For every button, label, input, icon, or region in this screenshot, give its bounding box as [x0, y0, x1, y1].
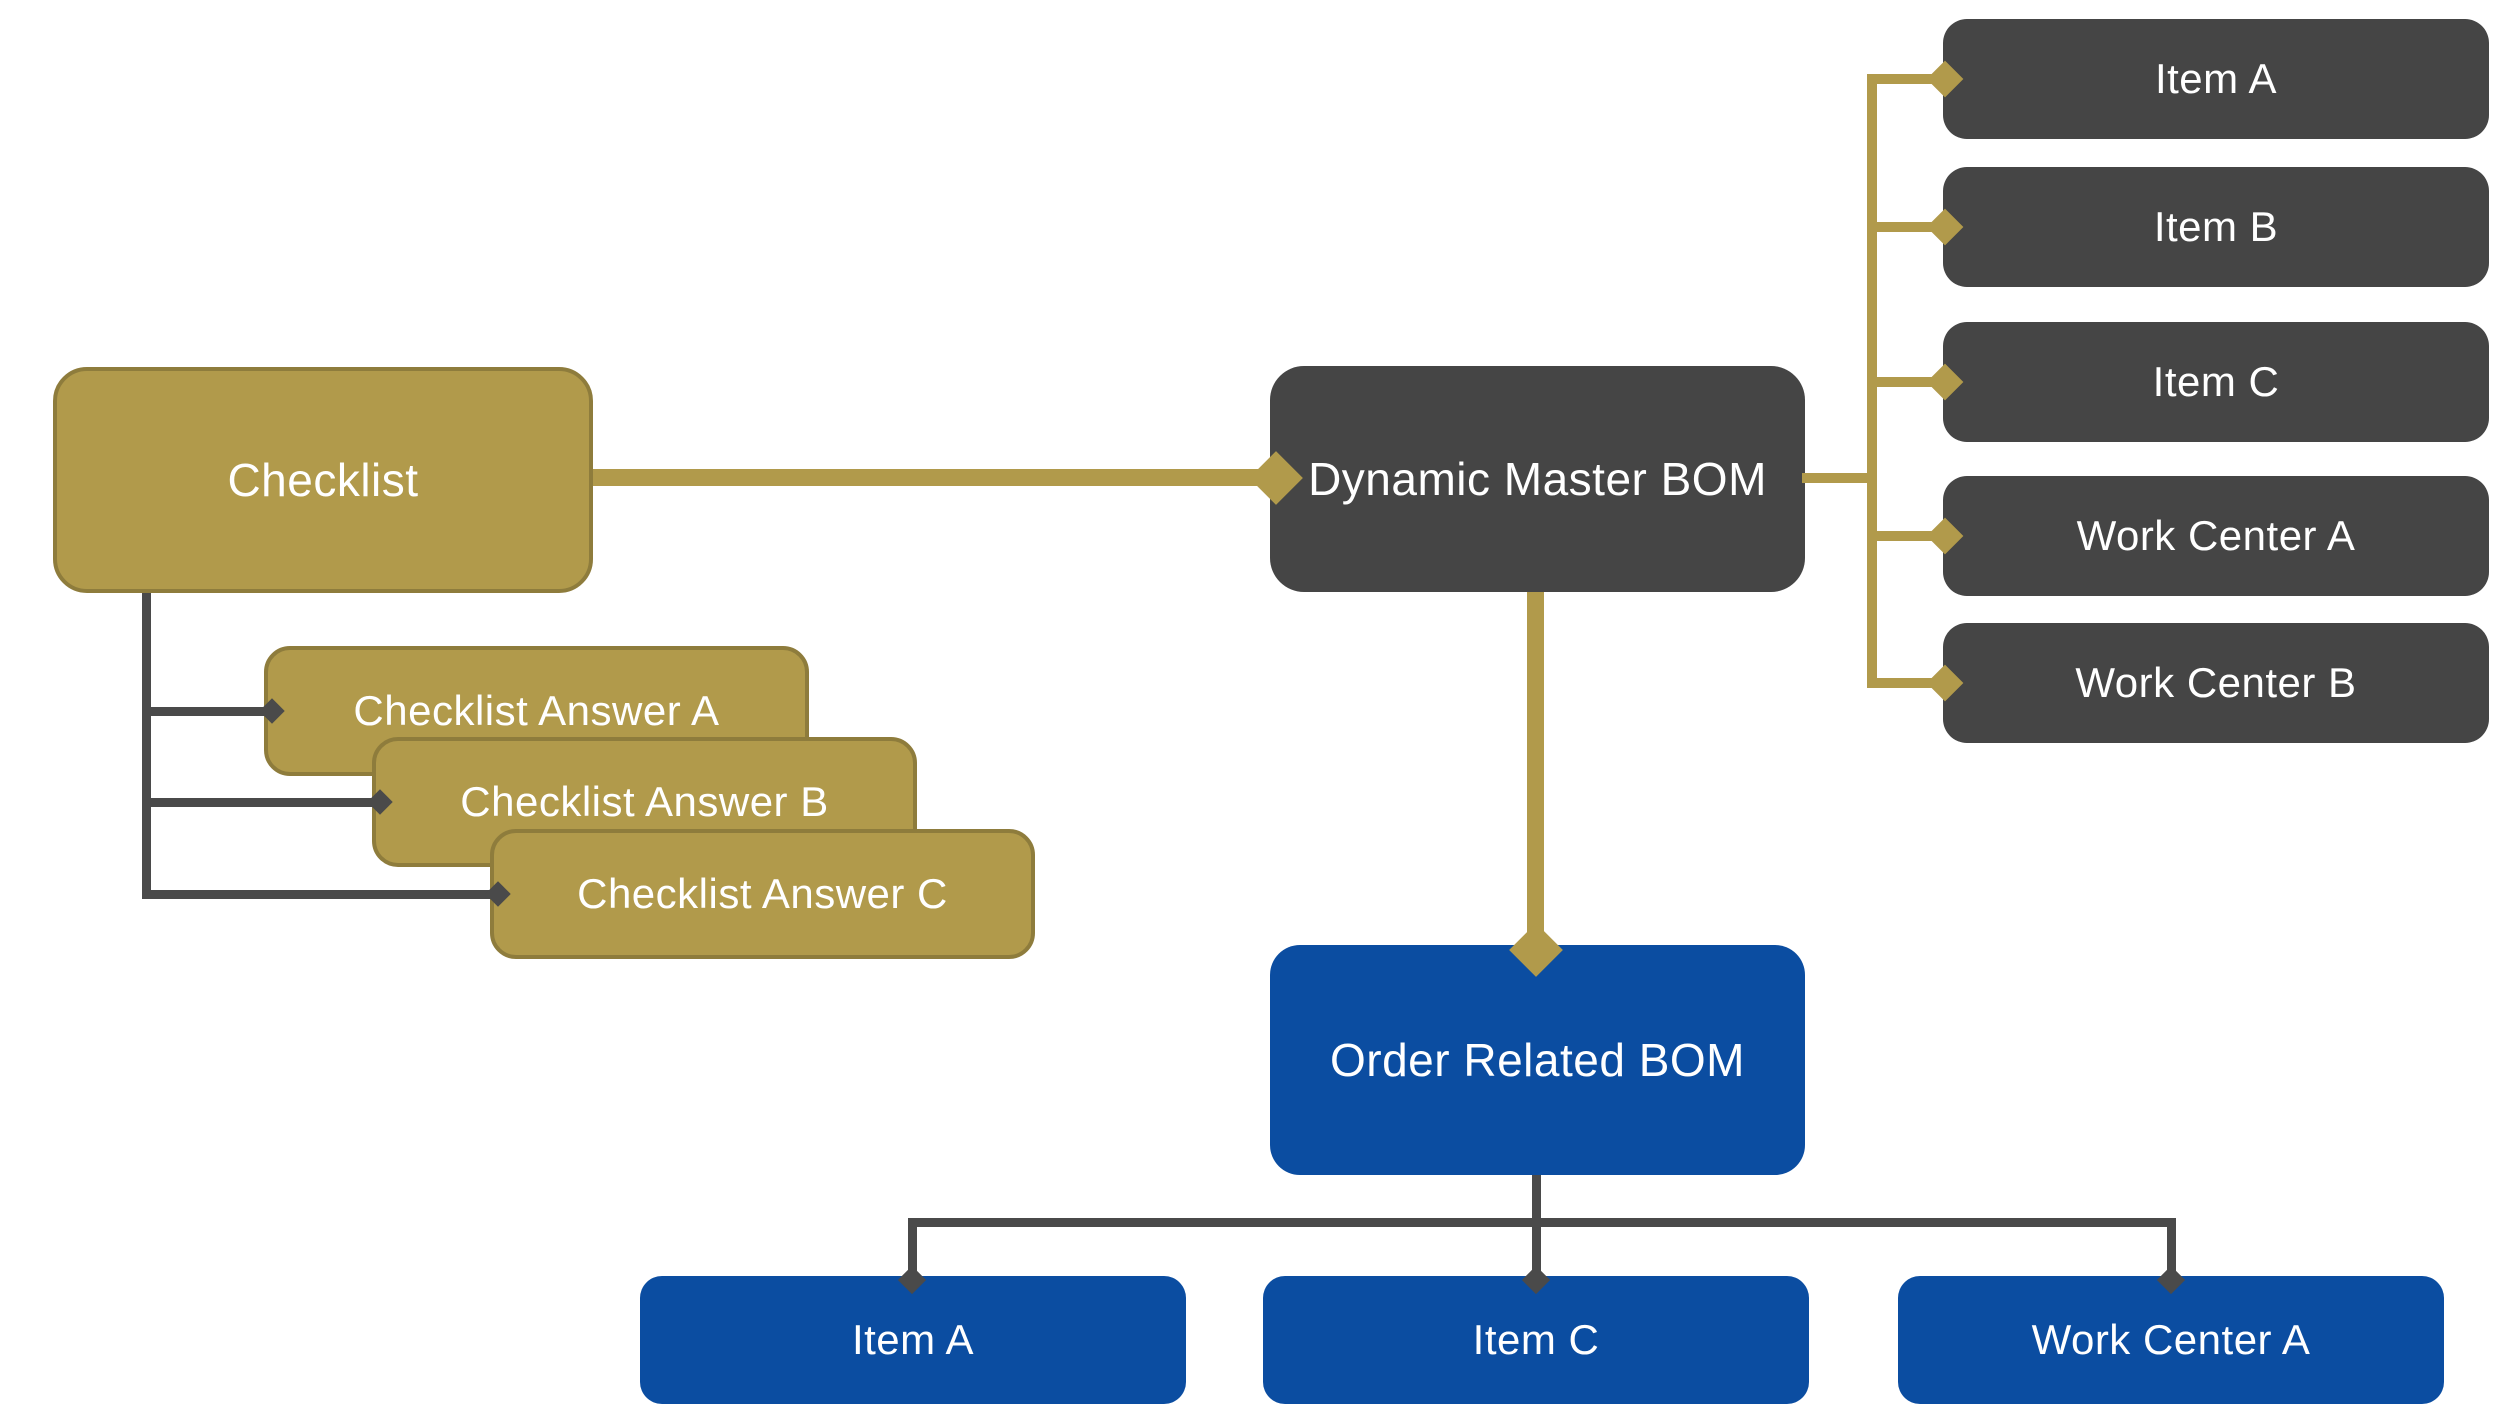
connector-order-bom-down	[1532, 1175, 1541, 1280]
node-label: Order Related BOM	[1330, 1034, 1745, 1086]
node-label: Item B	[2153, 203, 2279, 250]
connector-to-work-center-b	[1867, 678, 1943, 688]
connector-to-item-b	[1867, 222, 1943, 232]
node-label: Item C	[2152, 358, 2280, 405]
node-order-work-center-a: Work Center A	[1898, 1276, 2444, 1404]
node-label: Item A	[2154, 55, 2278, 102]
node-item-a: Item A	[1943, 19, 2489, 139]
node-label: Work Center A	[2031, 1316, 2311, 1363]
node-label: Checklist Answer A	[353, 687, 720, 734]
connector-drop-order-work-center-a	[2167, 1218, 2176, 1280]
connector-to-answer-b	[142, 798, 380, 807]
node-label: Item A	[851, 1316, 975, 1363]
node-item-b: Item B	[1943, 167, 2489, 287]
node-order-item-c: Item C	[1263, 1276, 1809, 1404]
connector-to-item-c	[1867, 377, 1943, 387]
node-order-item-a: Item A	[640, 1276, 1186, 1404]
node-label: Work Center A	[2076, 512, 2356, 559]
node-order-related-bom: Order Related BOM	[1270, 945, 1805, 1175]
node-label: Checklist Answer C	[577, 870, 948, 917]
connector-drop-order-item-a	[908, 1218, 917, 1280]
connector-order-bom-horizontal	[908, 1218, 2176, 1227]
node-label: Dynamic Master BOM	[1308, 453, 1767, 505]
node-item-c: Item C	[1943, 322, 2489, 442]
node-checklist-answer-c: Checklist Answer C	[490, 829, 1035, 959]
node-work-center-a: Work Center A	[1943, 476, 2489, 596]
node-label: Item C	[1472, 1316, 1600, 1363]
node-dynamic-master-bom: Dynamic Master BOM	[1270, 366, 1805, 592]
connector-to-answer-a	[142, 707, 272, 716]
node-checklist: Checklist	[53, 367, 593, 593]
node-label: Checklist Answer B	[460, 778, 829, 825]
node-work-center-b: Work Center B	[1943, 623, 2489, 743]
connector-to-answer-c	[142, 890, 498, 899]
connector-to-item-a	[1867, 74, 1943, 84]
node-label: Work Center B	[2075, 659, 2357, 706]
connector-checklist-to-master-bom	[593, 469, 1278, 486]
connector-checklist-answers-vertical	[142, 593, 151, 898]
connector-master-bom-right-stub	[1802, 473, 1877, 483]
node-label: Checklist	[227, 454, 419, 506]
connector-master-bom-to-order-bom	[1527, 592, 1544, 938]
connector-to-work-center-a	[1867, 531, 1943, 541]
